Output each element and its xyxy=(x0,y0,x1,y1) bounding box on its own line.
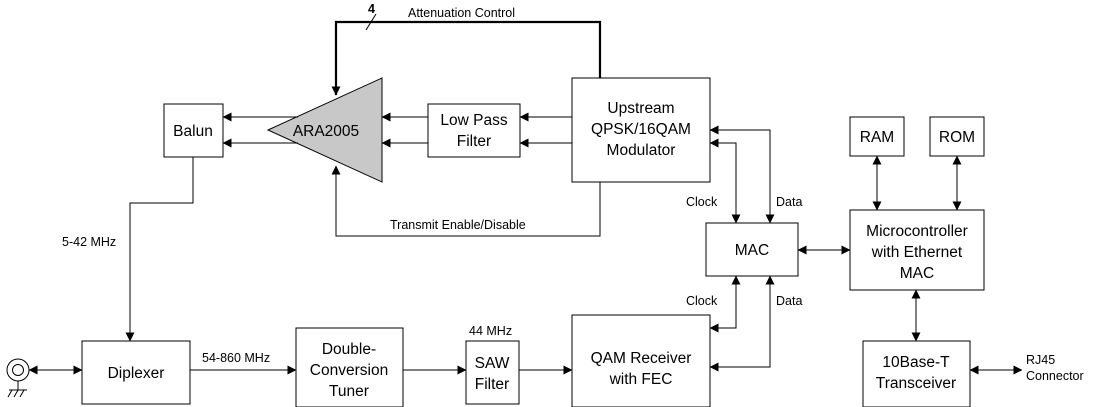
modulator-line-3: Modulator xyxy=(607,142,676,159)
bus-slash xyxy=(365,13,377,31)
diplexer-label: Diplexer xyxy=(108,365,165,382)
amplifier-label: ARA2005 xyxy=(293,123,359,140)
if-frequency-label: 44 MHz xyxy=(469,324,512,338)
transmit-enable-label: Transmit Enable/Disable xyxy=(390,218,526,232)
transmit-enable-line xyxy=(331,165,601,237)
mac-qam-data xyxy=(709,275,775,372)
mac-label: MAC xyxy=(735,242,769,259)
coax-connector-icon xyxy=(6,358,30,398)
rom-block: ROM xyxy=(929,116,985,157)
upstream-band-label: 5-42 MHz xyxy=(62,235,116,249)
qam-receiver-block: QAM Receiver with FEC xyxy=(571,314,711,407)
qam-line-1: QAM Receiver xyxy=(591,350,692,367)
tuner-line-1: Double- xyxy=(322,341,376,358)
mac-mod-data xyxy=(709,125,775,224)
qam-line-2: with FEC xyxy=(609,371,673,388)
rj45-label-line-1: RJ45 xyxy=(1026,353,1055,367)
balun-label: Balun xyxy=(173,123,213,140)
transceiver-line-2: Transceiver xyxy=(876,375,956,392)
attenuation-control-label: Attenuation Control xyxy=(408,6,515,20)
low-pass-filter-block: Low Pass Filter xyxy=(427,103,521,158)
transceiver-line-1: 10Base-T xyxy=(882,354,950,371)
mac-mod-clock xyxy=(709,138,741,224)
downstream-band-label: 54-860 MHz xyxy=(202,351,270,365)
tuner-block: Double- Conversion Tuner xyxy=(295,327,404,407)
rj45-label-line-2: Connector xyxy=(1026,369,1084,383)
data-label-bottom: Data xyxy=(776,294,802,308)
microcontroller-block: Microcontroller with Ethernet MAC xyxy=(849,209,985,291)
saw-filter-block: SAW Filter xyxy=(465,340,520,405)
mac-block: MAC xyxy=(705,222,799,277)
transceiver-block: 10Base-T Transceiver xyxy=(862,340,971,407)
tuner-line-2: Conversion xyxy=(310,362,388,379)
micro-line-3: MAC xyxy=(900,265,934,282)
clock-label-top: Clock xyxy=(686,195,718,209)
data-label-top: Data xyxy=(776,195,802,209)
modulator-line-2: QPSK/16QAM xyxy=(591,121,691,138)
saw-line-1: SAW xyxy=(475,355,510,372)
attenuation-control-bus xyxy=(331,20,602,96)
lpf-line-1: Low Pass xyxy=(440,112,507,129)
micro-line-2: with Ethernet xyxy=(871,244,963,261)
tuner-line-3: Tuner xyxy=(329,383,369,400)
ram-block: RAM xyxy=(849,116,905,157)
rom-label: ROM xyxy=(939,129,975,146)
modulator-line-1: Upstream xyxy=(607,100,674,117)
clock-label-bottom: Clock xyxy=(686,294,718,308)
bus-width-label: 4 xyxy=(368,2,375,16)
ara2005-amplifier: ARA2005 xyxy=(266,77,383,183)
balun-to-diplexer xyxy=(125,157,194,342)
lpf-line-2: Filter xyxy=(457,133,491,150)
upstream-modulator-block: Upstream QPSK/16QAM Modulator xyxy=(571,77,711,183)
micro-line-1: Microcontroller xyxy=(866,223,968,240)
saw-line-2: Filter xyxy=(475,376,509,393)
ram-label: RAM xyxy=(860,129,894,146)
diplexer-block: Diplexer xyxy=(81,340,191,405)
balun-block: Balun xyxy=(163,103,224,158)
